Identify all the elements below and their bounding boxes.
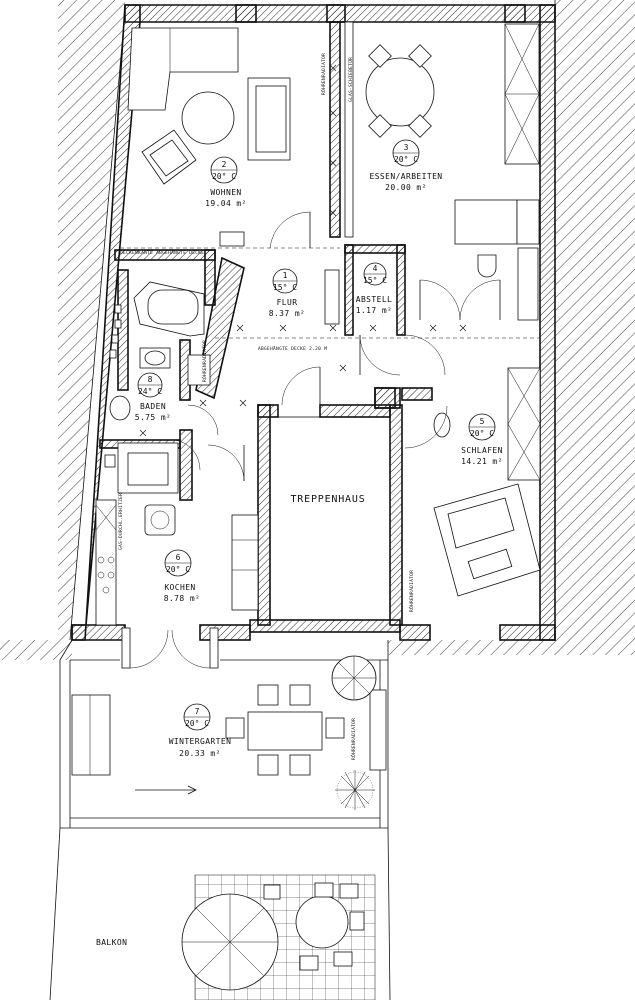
wintergarten-structure bbox=[59, 627, 389, 829]
room-temp: 15° C bbox=[273, 283, 297, 292]
radiator-label-baden: RÖHRENRADIATOR bbox=[201, 340, 208, 382]
arrow-icon bbox=[187, 785, 197, 795]
exterior-left-hatch bbox=[58, 0, 126, 641]
room-area: 20.00 m² bbox=[385, 183, 427, 192]
room-name: WINTERGARTEN bbox=[169, 737, 232, 746]
room-number: 5 bbox=[480, 417, 485, 426]
room-area: 8.78 m² bbox=[164, 594, 201, 603]
room-number: 4 bbox=[373, 264, 378, 273]
room-baden: 8 24° C BADEN 5.75 m² bbox=[135, 372, 172, 422]
room-area: 20.33 m² bbox=[179, 749, 221, 758]
room-name: ABSTELL bbox=[356, 295, 393, 304]
room-essen: 3 20° C ESSEN/ARBEITEN 20.00 m² bbox=[369, 139, 442, 192]
room-wohnen: 2 20° C WOHNEN 19.04 m² bbox=[205, 156, 247, 208]
room-name: ESSEN/ARBEITEN bbox=[369, 172, 442, 181]
exterior-bottom-left-hatch bbox=[0, 640, 72, 660]
plant-icon-2 bbox=[335, 770, 375, 810]
plant-icon bbox=[331, 655, 377, 701]
umbrella-icon bbox=[181, 882, 365, 991]
abgehaengte-decke-label: ABGEHÄNGTE DECKE 2.20 M bbox=[258, 345, 327, 352]
gas-heater-label: GAS-DURCHL.ERHITZER bbox=[118, 493, 124, 550]
room-number: 8 bbox=[148, 375, 153, 384]
bath-wall-fixtures bbox=[104, 304, 122, 468]
stairwell bbox=[269, 416, 391, 621]
treppenhaus-label: TREPPENHAUS bbox=[290, 494, 365, 505]
flur-items bbox=[215, 269, 540, 406]
kitchen-fixtures bbox=[95, 444, 259, 626]
room-abstell: 4 15° C ABSTELL 1.17 m² bbox=[356, 262, 393, 315]
wohnen-door bbox=[269, 211, 311, 249]
room-temp: 20° C bbox=[185, 719, 209, 728]
room-area: 5.75 m² bbox=[135, 413, 172, 422]
room-area: 8.37 m² bbox=[269, 309, 306, 318]
room-area: 1.17 m² bbox=[356, 306, 393, 315]
radiator-label-wintergarten: RÖHRENRADIATOR bbox=[350, 718, 357, 760]
radiator-label-wohnen: RÖHRENRADIATOR bbox=[320, 53, 327, 95]
exterior-right-hatch bbox=[554, 0, 635, 640]
essen-doors bbox=[419, 279, 501, 321]
room-flur: 1 15° C FLUR 8.37 m² bbox=[269, 268, 306, 318]
glass-door-label: GLAS-SCHIEBETÜR bbox=[347, 57, 354, 102]
essen-furniture bbox=[344, 21, 540, 321]
room-name: FLUR bbox=[277, 298, 298, 307]
room-number: 2 bbox=[222, 160, 227, 169]
room-temp: 20° C bbox=[166, 565, 190, 574]
room-temp: 24° C bbox=[138, 387, 162, 396]
room-number: 6 bbox=[176, 553, 181, 562]
room-wintergarten: 7 20° C WINTERGARTEN 20.33 m² bbox=[169, 703, 232, 758]
room-number: 7 bbox=[195, 707, 200, 716]
wohnen-furniture bbox=[127, 27, 291, 247]
room-kochen: 6 20° C KOCHEN 8.78 m² bbox=[164, 549, 201, 603]
room-schlafen: 5 20° C SCHLAFEN 14.21 m² bbox=[461, 413, 503, 466]
radiator-label-schlafen: RÖHRENRADIATOR bbox=[408, 570, 415, 612]
room-name: SCHLAFEN bbox=[461, 446, 503, 455]
room-name: BADEN bbox=[140, 402, 166, 411]
room-area: 14.21 m² bbox=[461, 457, 503, 466]
room-temp: 20° C bbox=[212, 172, 236, 181]
room-temp: 20° C bbox=[394, 155, 418, 164]
room-number: 3 bbox=[404, 143, 409, 152]
room-name: KOCHEN bbox=[164, 583, 195, 592]
balkon-label: BALKON bbox=[96, 938, 127, 947]
deckenkante-label: DECKENKANTE ABGEHÄNGTE DECKE bbox=[120, 249, 204, 256]
room-number: 1 bbox=[283, 271, 288, 280]
bath-fixtures bbox=[109, 281, 219, 494]
room-area: 19.04 m² bbox=[205, 199, 247, 208]
schlafen-furniture bbox=[404, 367, 541, 597]
room-temp: 15° C bbox=[363, 276, 387, 285]
room-temp: 20° C bbox=[470, 429, 494, 438]
exterior-bottom-right-hatch bbox=[388, 640, 635, 655]
room-name: WOHNEN bbox=[210, 188, 241, 197]
